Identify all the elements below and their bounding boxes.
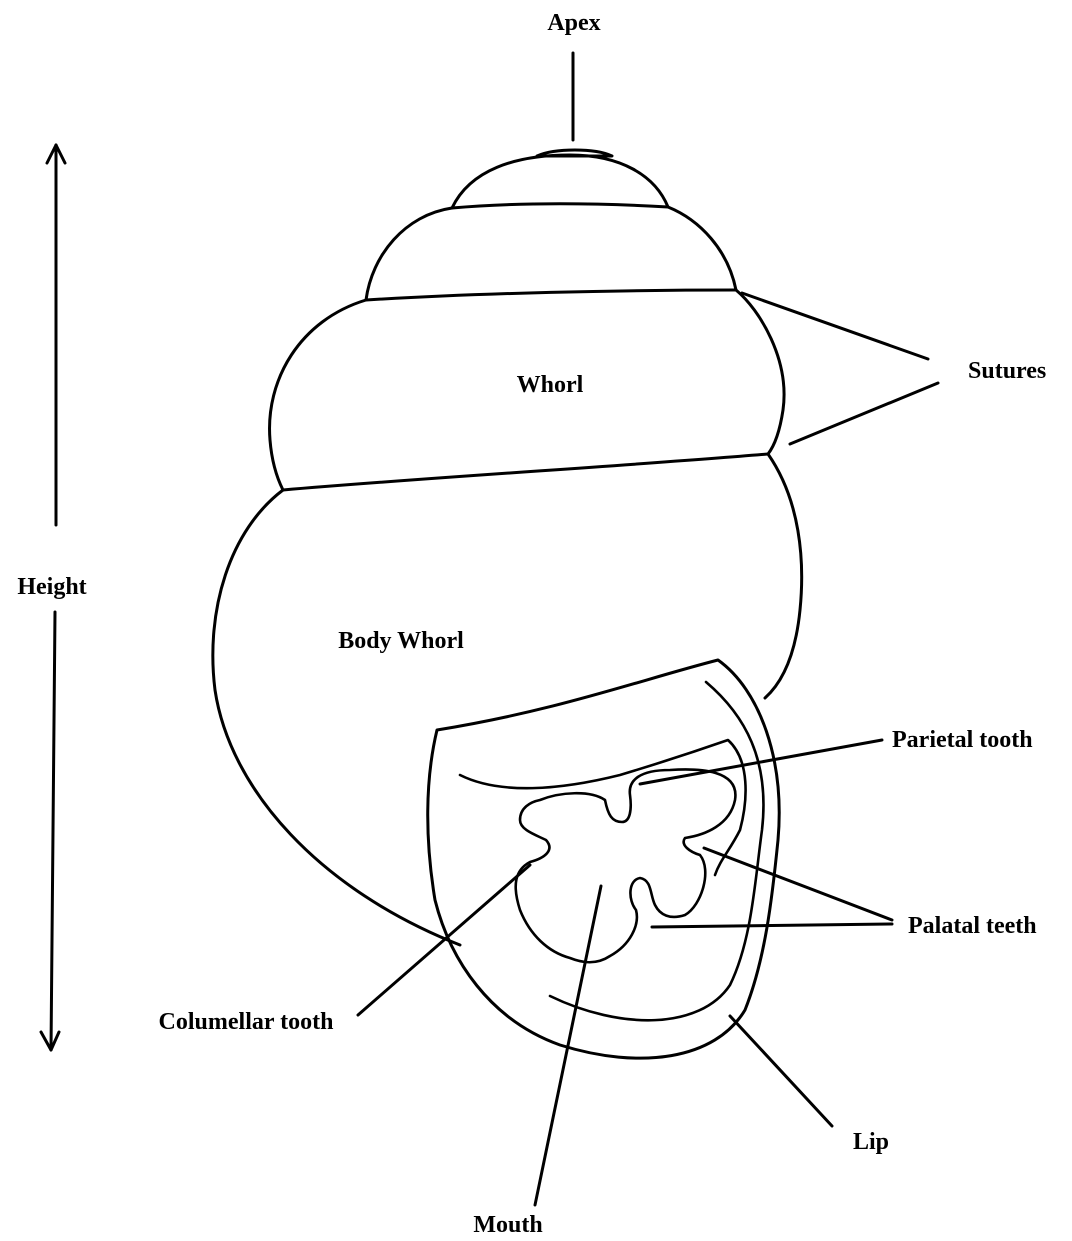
body-whorl-right-edge — [765, 454, 802, 698]
second-whorl — [366, 207, 736, 300]
mouth-label: Mouth — [473, 1212, 542, 1238]
whorl-left-edge — [270, 300, 366, 490]
height-label: Height — [17, 574, 86, 600]
height-arrow-lower-line — [51, 612, 55, 1050]
body-whorl-left-edge — [213, 490, 460, 945]
body-whorl-label: Body Whorl — [338, 628, 464, 654]
mouth-leader — [535, 886, 601, 1205]
lip-label: Lip — [853, 1129, 889, 1155]
columellar-tooth-label: Columellar tooth — [159, 1009, 334, 1035]
aperture-outer-lip — [428, 660, 779, 1058]
mouth-opening — [516, 769, 736, 962]
aperture-parietal-wall — [460, 740, 746, 875]
lip-leader — [730, 1016, 832, 1126]
sutures-leader-upper — [742, 293, 928, 359]
aperture-inner-lip — [550, 682, 763, 1020]
suture-1 — [452, 204, 668, 208]
palatal-teeth-label: Palatal teeth — [908, 913, 1037, 939]
suture-2 — [366, 290, 736, 300]
suture-3 — [283, 454, 768, 490]
sutures-label: Sutures — [968, 358, 1046, 384]
columellar-tooth-leader — [358, 865, 530, 1015]
apex-whorl — [452, 155, 668, 208]
sutures-leader-lower — [790, 383, 938, 444]
parietal-tooth-label: Parietal tooth — [892, 727, 1033, 753]
apex-label: Apex — [547, 10, 600, 36]
shell — [213, 150, 802, 1058]
palatal-teeth-leader-upper — [704, 848, 892, 920]
whorl-right-edge — [736, 290, 784, 454]
whorl-label: Whorl — [517, 372, 584, 398]
palatal-teeth-leader-lower — [652, 924, 892, 927]
